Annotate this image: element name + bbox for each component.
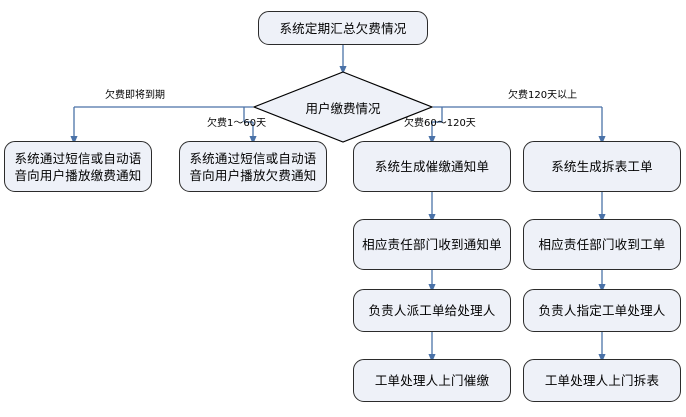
node-branch3-step4-label: 工单处理人上门催缴 [374, 373, 490, 388]
node-branch2-step1-label: 系统通过短信或自动语音向用户播放欠费通知 [189, 150, 317, 183]
node-decision[interactable]: 用户缴费情况 [253, 71, 433, 143]
node-branch3-step1[interactable]: 系统生成催缴通知单 [353, 141, 511, 192]
node-branch3-step3[interactable]: 负责人派工单给处理人 [353, 289, 511, 332]
node-branch4-step3[interactable]: 负责人指定工单处理人 [523, 289, 681, 332]
node-decision-label: 用户缴费情况 [305, 100, 381, 116]
node-branch3-step3-label: 负责人派工单给处理人 [368, 303, 496, 318]
node-branch1-step1-label: 系统通过短信或自动语音向用户播放缴费通知 [14, 150, 142, 183]
edge-label-overdue-soon: 欠费即将到期 [105, 90, 165, 101]
node-branch3-step2[interactable]: 相应责任部门收到通知单 [353, 219, 511, 270]
node-branch4-step2-label: 相应责任部门收到工单 [538, 237, 666, 252]
node-branch4-step4-label: 工单处理人上门拆表 [544, 373, 660, 388]
node-start[interactable]: 系统定期汇总欠费情况 [258, 11, 428, 45]
edge-label-over-120-days: 欠费120天以上 [508, 90, 578, 101]
edge-label-60-120-days: 欠费60～120天 [404, 118, 476, 129]
node-branch4-step1[interactable]: 系统生成拆表工单 [523, 141, 681, 192]
node-branch4-step2[interactable]: 相应责任部门收到工单 [523, 219, 681, 270]
node-branch2-step1[interactable]: 系统通过短信或自动语音向用户播放欠费通知 [179, 141, 327, 192]
node-branch1-step1[interactable]: 系统通过短信或自动语音向用户播放缴费通知 [4, 141, 152, 192]
node-branch4-step3-label: 负责人指定工单处理人 [538, 303, 666, 318]
diamond-shape [253, 71, 433, 143]
node-branch3-step4[interactable]: 工单处理人上门催缴 [353, 359, 511, 402]
node-branch3-step2-label: 相应责任部门收到通知单 [362, 237, 502, 252]
edge-label-1-60-days: 欠费1～60天 [207, 118, 267, 129]
node-start-label: 系统定期汇总欠费情况 [279, 20, 407, 36]
node-branch4-step4[interactable]: 工单处理人上门拆表 [523, 359, 681, 402]
node-branch4-step1-label: 系统生成拆表工单 [551, 159, 653, 174]
node-branch3-step1-label: 系统生成催缴通知单 [374, 159, 490, 174]
